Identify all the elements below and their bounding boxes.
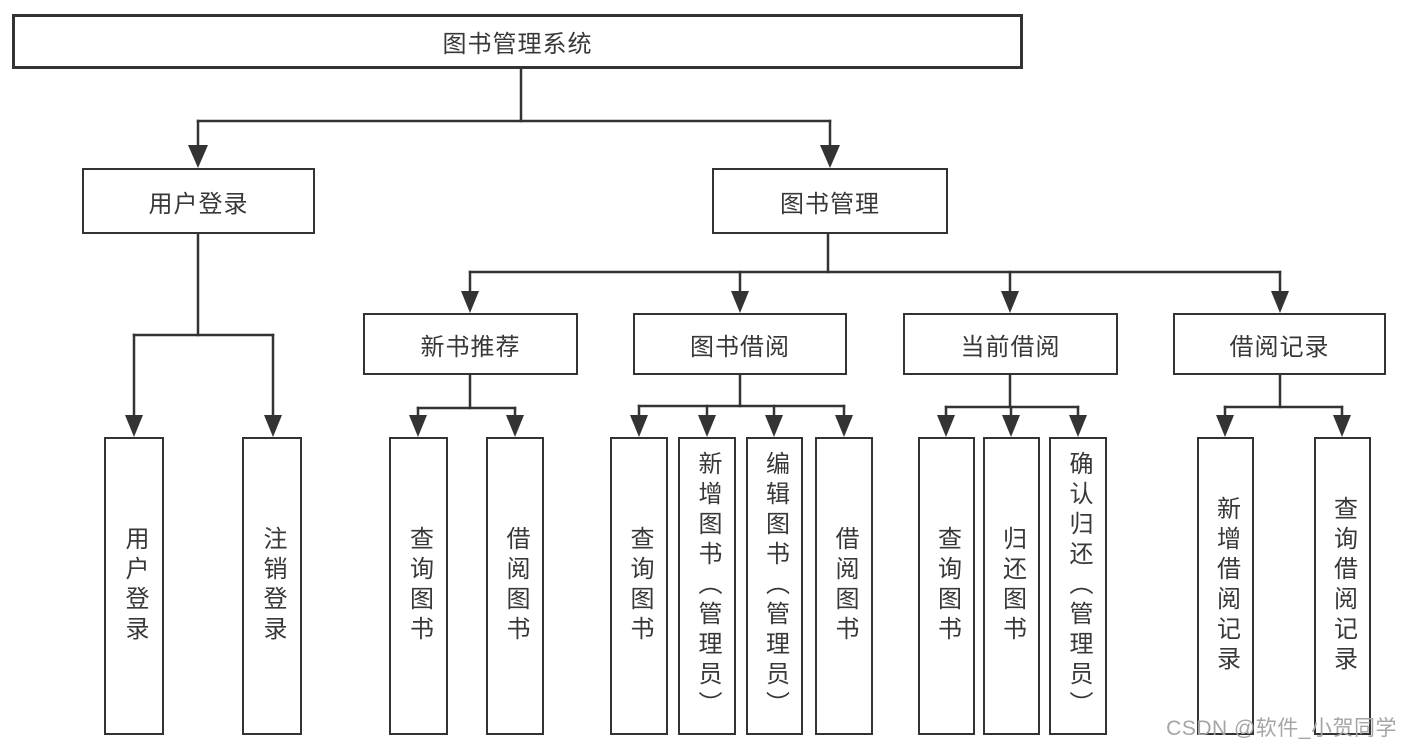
node-label: 用户登录 <box>148 190 249 218</box>
leaf-query-borrow-record: 查询借阅记录 <box>1314 437 1371 735</box>
node-label: 图书管理 <box>780 190 880 218</box>
leaf-return-books: 归还图书 <box>983 437 1040 735</box>
leaf-query-books-recommend: 查询图书 <box>389 437 448 735</box>
leaf-query-books-borrowing: 查询图书 <box>610 437 668 735</box>
node-label: 借阅图书 <box>831 526 858 646</box>
node-label: 借阅记录 <box>1229 333 1330 361</box>
node-label: 借阅图书 <box>502 526 529 646</box>
node-label: 查询图书 <box>405 526 433 646</box>
leaf-query-books-current: 查询图书 <box>918 437 975 735</box>
node-label: 注销登录 <box>259 526 286 646</box>
leaf-borrow-books-borrowing: 借阅图书 <box>815 437 873 735</box>
leaf-user-login: 用户登录 <box>104 437 164 735</box>
node-new-book-recommendation: 新书推荐 <box>363 313 578 375</box>
node-label: 用户登录 <box>121 526 148 646</box>
node-root-library-management-system: 图书管理系统 <box>12 14 1023 69</box>
node-label: 新增借阅记录 <box>1212 496 1240 676</box>
node-label: 查询图书 <box>626 526 653 646</box>
node-user-login: 用户登录 <box>82 168 315 234</box>
leaf-logout: 注销登录 <box>242 437 302 735</box>
node-label: 编辑图书（管理员） <box>761 451 789 721</box>
leaf-add-borrow-record: 新增借阅记录 <box>1197 437 1254 735</box>
node-current-borrowing: 当前借阅 <box>903 313 1118 375</box>
node-label: 确认归还（管理员） <box>1065 451 1092 721</box>
csdn-watermark: CSDN @软件_小贺同学 <box>1166 717 1397 740</box>
node-label: 图书借阅 <box>690 333 790 361</box>
leaf-edit-books-admin: 编辑图书（管理员） <box>746 437 803 735</box>
node-book-borrowing: 图书借阅 <box>633 313 847 375</box>
leaf-add-books-admin: 新增图书（管理员） <box>678 437 736 735</box>
node-borrowing-records: 借阅记录 <box>1173 313 1386 375</box>
node-label: 查询图书 <box>933 526 961 646</box>
node-label: 新增图书（管理员） <box>694 451 721 721</box>
node-label: 新书推荐 <box>420 333 521 361</box>
node-book-management: 图书管理 <box>712 168 948 234</box>
node-label: 查询借阅记录 <box>1329 496 1357 676</box>
leaf-confirm-return-admin: 确认归还（管理员） <box>1049 437 1107 735</box>
node-label: 归还图书 <box>998 526 1026 646</box>
leaf-borrow-books-recommend: 借阅图书 <box>486 437 544 735</box>
node-label: 图书管理系统 <box>442 31 593 58</box>
node-label: 当前借阅 <box>960 333 1061 361</box>
